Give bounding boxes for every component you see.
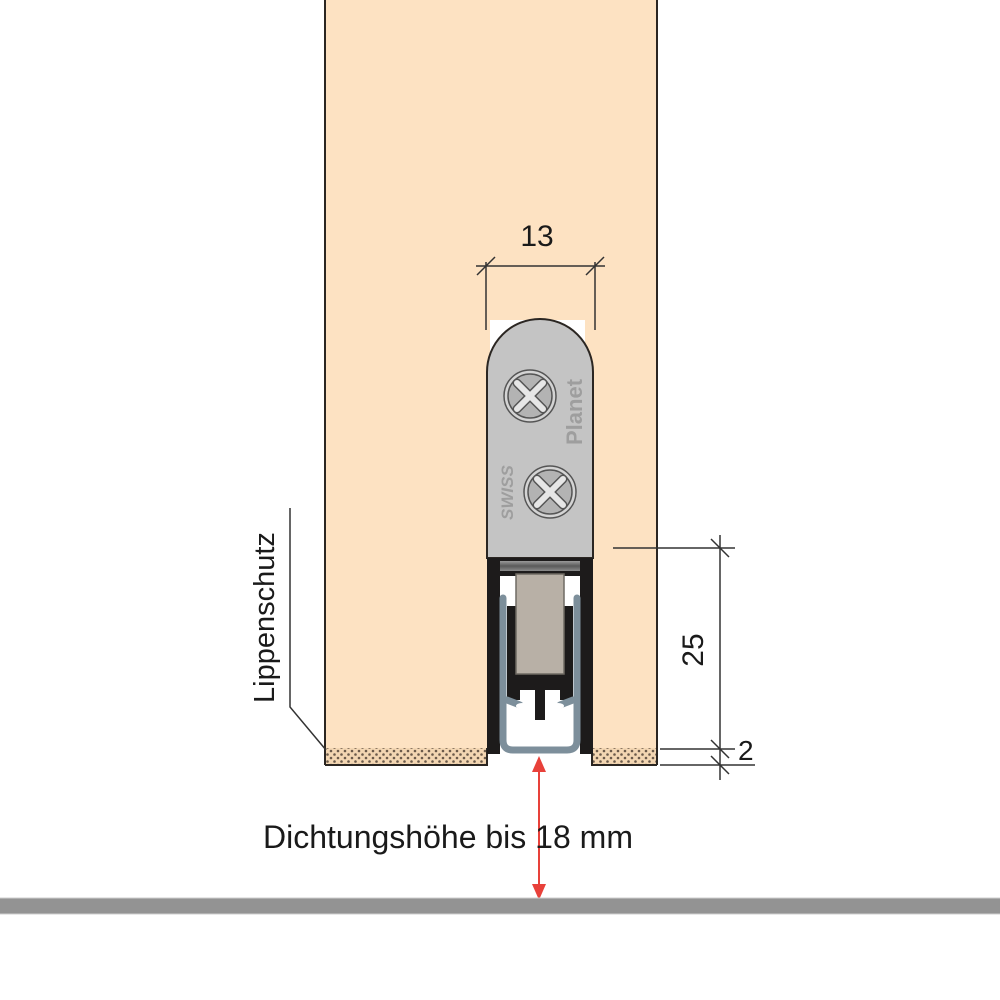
- lip-protection-label: Lippenschutz: [249, 532, 281, 703]
- width-value: 13: [520, 220, 553, 253]
- screw-icon: [503, 369, 557, 423]
- offset-value: 2: [738, 735, 754, 766]
- floor: [0, 898, 1000, 914]
- screw-icon: [523, 465, 577, 519]
- dimension-width: 13: [476, 220, 605, 330]
- seal-height-label: Dichtungshöhe bis 18 mm: [263, 819, 633, 855]
- brand-swiss: SWISS: [498, 465, 517, 520]
- seal-profile: [487, 558, 593, 754]
- mounting-cap-plate: Planet SWISS: [486, 318, 594, 559]
- dimension-height: 25 2: [613, 535, 755, 780]
- lip-protection-callout: Lippenschutz: [249, 508, 327, 751]
- height-value: 25: [677, 633, 710, 666]
- brand-planet: Planet: [562, 378, 587, 445]
